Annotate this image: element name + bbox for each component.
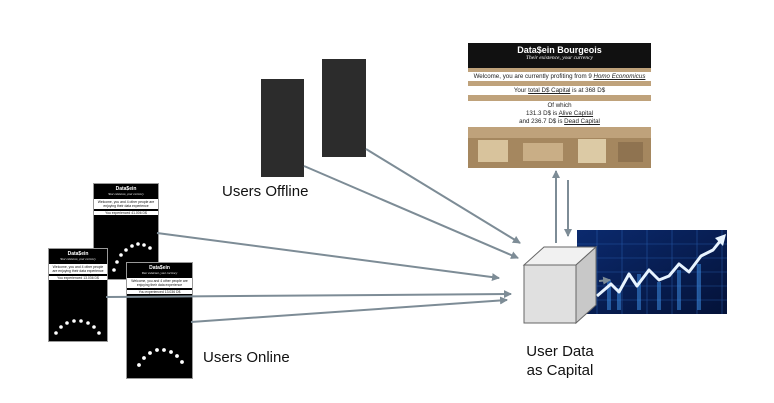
dead-prefix: and 236.7 D$ is	[519, 118, 565, 125]
phone-screen-center: Data$ein Your existence, your currency W…	[126, 262, 193, 379]
user-data-cube	[522, 245, 598, 325]
stock-chart-image	[577, 230, 727, 314]
phone-title: Data$ein	[115, 186, 137, 192]
stock-chart-graphic	[577, 230, 727, 314]
phone-message: Welcome, you and 4 other people are enjo…	[94, 199, 158, 209]
dashboard-panel: Data$ein Bourgeois Their existence, your…	[468, 43, 651, 168]
phone-subtitle: Your existence, your currency	[60, 257, 96, 261]
dashboard-capital: Your total D$ Capital is at 368 D$	[468, 86, 651, 95]
dashboard-welcome: Welcome, you are currently profiting fro…	[468, 72, 651, 81]
cube-icon	[522, 245, 598, 325]
phone-arc-dots	[137, 348, 184, 367]
arrow-phone-center-to-cube	[190, 296, 508, 323]
phone-balance: You experienced 13.036 D$	[127, 290, 192, 294]
user-data-label: User Data as Capital	[505, 342, 615, 380]
capital-suffix: is at 368 D$	[570, 87, 606, 94]
dashboard-header: Data$ein Bourgeois Their existence, your…	[468, 43, 651, 68]
user-data-label-line2: as Capital	[526, 362, 594, 379]
phone-message: Welcome, you and 4 other people are enjo…	[127, 278, 192, 288]
phone-balance: You experienced 41.006 D$	[94, 211, 158, 215]
phone-title: Data$ein	[67, 251, 89, 257]
phone-balance: You experienced 13.036 D$	[49, 276, 107, 280]
dashboard-title: Data$ein Bourgeois	[517, 45, 602, 55]
phone-message: Welcome, you and 4 other people are enjo…	[49, 264, 107, 274]
dashboard-subtitle: Their existence, your currency	[526, 55, 593, 61]
users-offline-label: Users Offline	[222, 183, 309, 200]
alive-capital-link[interactable]: Alive Capital	[558, 110, 594, 117]
arrow-offline-front-to-cube	[303, 165, 519, 259]
user-data-label-line1: User Data	[526, 343, 594, 360]
phone-arc-dots	[54, 319, 101, 335]
alive-prefix: 131.3 D$ is	[525, 110, 559, 117]
phone-arc-dots	[112, 242, 152, 272]
phone-subtitle: Your existence, your currency	[108, 192, 144, 196]
phone-screen-left: Data$ein Your existence, your currency W…	[48, 248, 108, 342]
homo-economicus-link[interactable]: Homo Economicus	[593, 73, 646, 80]
users-online-label: Users Online	[203, 349, 290, 366]
dashboard-breakdown: Of which 131.3 D$ is Alive Capital and 2…	[468, 101, 651, 127]
total-capital-link[interactable]: total D$ Capital	[528, 87, 571, 94]
offline-user-block-back	[322, 59, 366, 157]
phone-title: Data$ein	[149, 265, 170, 271]
offline-user-block-front	[261, 79, 304, 177]
arrow-phone-top-to-cube	[156, 232, 500, 282]
dead-capital-link[interactable]: Dead Capital	[564, 118, 600, 125]
phone-subtitle: Your existence, your currency	[141, 271, 178, 275]
of-which-text: Of which	[547, 102, 572, 109]
welcome-text: Welcome, you are currently profiting fro…	[473, 73, 594, 80]
capital-prefix: Your	[513, 87, 529, 94]
